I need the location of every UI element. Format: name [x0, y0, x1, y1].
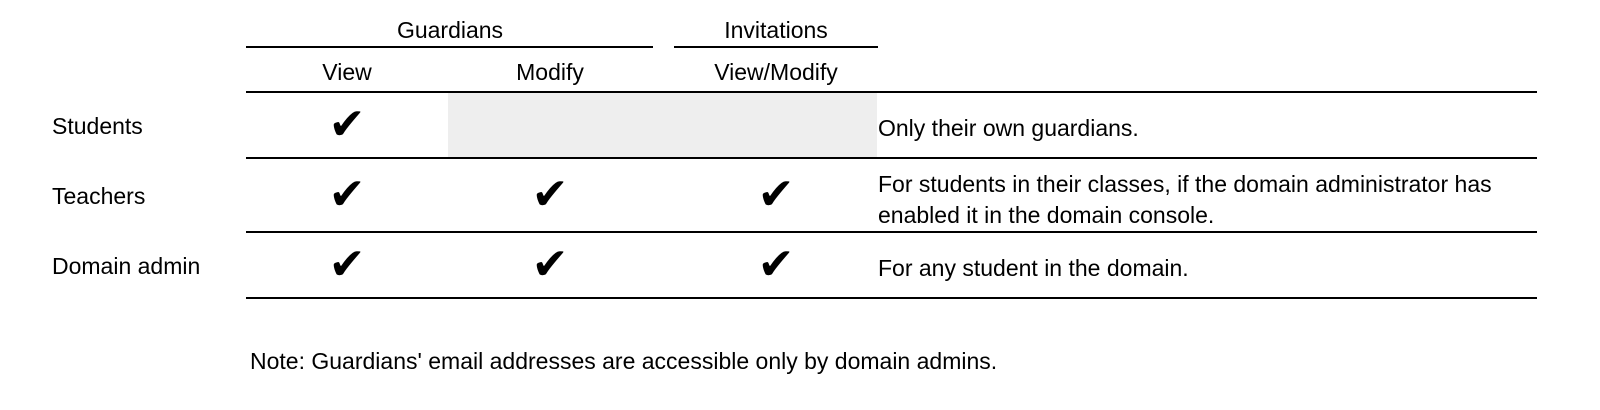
- header-rule: [246, 91, 1537, 93]
- row-note-domain-admin: For any student in the domain.: [878, 255, 1189, 281]
- row-label-students: Students: [52, 113, 143, 139]
- column-header-view-modify: View/Modify: [714, 59, 838, 85]
- check-icon: ✔: [757, 239, 795, 290]
- check-icon: ✔: [531, 239, 569, 290]
- guardians-group-underline: [246, 46, 653, 48]
- check-icon: ✔: [531, 169, 569, 220]
- column-group-invitations: Invitations: [724, 17, 828, 43]
- column-header-view: View: [322, 59, 372, 85]
- row-label-teachers: Teachers: [52, 183, 146, 209]
- check-icon: ✔: [757, 169, 795, 220]
- row-note-students: Only their own guardians.: [878, 115, 1139, 141]
- students-disabled-cells: [448, 93, 877, 157]
- invitations-group-underline: [674, 46, 878, 48]
- row-rule-after-teachers: [246, 231, 1537, 233]
- row-label-domain-admin: Domain admin: [52, 253, 201, 279]
- check-icon: ✔: [328, 99, 366, 150]
- footnote: Note: Guardians' email addresses are acc…: [250, 348, 998, 374]
- column-group-guardians: Guardians: [396, 17, 504, 43]
- row-rule-after-students: [246, 157, 1537, 159]
- row-note-teachers: For students in their classes, if the do…: [878, 171, 1492, 228]
- column-header-modify: Modify: [516, 59, 584, 85]
- check-icon: ✔: [328, 169, 366, 220]
- row-rule-after-domain-admin: [246, 297, 1537, 299]
- check-icon: ✔: [328, 239, 366, 290]
